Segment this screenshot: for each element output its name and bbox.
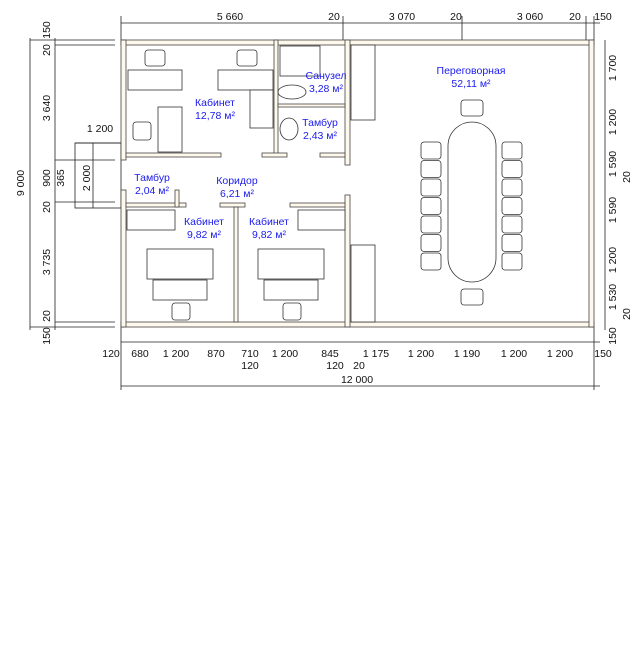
- dimension-bottom: 870: [207, 348, 225, 360]
- chair: [501, 215, 523, 234]
- dimension-bottom: 1 200: [501, 348, 527, 360]
- chair: [420, 178, 442, 197]
- dimension-bottom: 680: [131, 348, 149, 360]
- dimension-bottom: 1 200: [547, 348, 573, 360]
- dimension-right: 1 590: [607, 151, 619, 177]
- dimension-bottom: 120: [102, 348, 120, 360]
- chair: [420, 160, 442, 178]
- dimension-left: 20: [41, 310, 53, 322]
- dimension-right: 1 200: [607, 109, 619, 135]
- dimension-bottom: 150: [594, 348, 612, 360]
- room-name: Тамбур: [134, 172, 170, 184]
- room-name: Кабинет: [195, 97, 235, 109]
- dimension-bottom: 845: [321, 348, 339, 360]
- dimension-top: 20: [569, 11, 581, 23]
- dimension-top: 3 070: [389, 11, 415, 23]
- dimension-left: 20: [41, 201, 53, 213]
- walls: [120, 39, 595, 328]
- room-area: 9,82 м²: [187, 229, 222, 241]
- dimension-right: 20: [621, 308, 633, 320]
- dimension-left: 150: [41, 327, 53, 345]
- room-area: 2,43 м²: [303, 130, 338, 142]
- room-name: Коридор: [216, 175, 258, 187]
- dimension-left: 3 735: [41, 249, 53, 275]
- dimension-left: 150: [41, 21, 53, 39]
- room-area: 3,28 м²: [309, 83, 344, 95]
- dimension-left: 900: [41, 169, 53, 187]
- dimension-bottom-secondary: 20: [353, 360, 365, 372]
- dimension-left: 3 640: [41, 95, 53, 121]
- dimension-top: 20: [450, 11, 462, 23]
- chair: [501, 234, 523, 252]
- room-area: 2,04 м²: [135, 185, 170, 197]
- dimension-right: 1 590: [607, 197, 619, 223]
- dimension-right: 20: [621, 171, 633, 183]
- dimension-right: 150: [607, 327, 619, 345]
- conference-chairs: [420, 141, 523, 271]
- room-name: Тамбур: [302, 117, 338, 129]
- chair: [501, 141, 523, 160]
- dimension-bottom: 1 200: [272, 348, 298, 360]
- chair: [501, 197, 523, 215]
- dimension-left: 365: [55, 169, 67, 187]
- furniture: [126, 44, 497, 323]
- dimension-right: 1 530: [607, 284, 619, 310]
- chair: [420, 197, 442, 215]
- dimension-bottom: 1 200: [163, 348, 189, 360]
- chair: [501, 252, 523, 271]
- dimension-right: 1 700: [607, 55, 619, 81]
- room-area: 9,82 м²: [252, 229, 287, 241]
- dimension-bottom: 1 200: [408, 348, 434, 360]
- dimension-bottom-secondary: 120: [241, 360, 259, 372]
- room-name: Кабинет: [184, 216, 224, 228]
- dimension-left: 2 000: [81, 165, 93, 191]
- dimension-bottom-secondary: 120: [326, 360, 344, 372]
- chair: [501, 178, 523, 197]
- dimension-bottom: 1 175: [363, 348, 389, 360]
- room-area: 6,21 м²: [220, 188, 255, 200]
- dimension-total-width: 12 000: [341, 374, 373, 386]
- dimension-bottom: 1 190: [454, 348, 480, 360]
- dimension-bottom: 710: [241, 348, 259, 360]
- room-area: 12,78 м²: [195, 110, 235, 122]
- chair: [420, 215, 442, 234]
- dimension-top: 3 060: [517, 11, 543, 23]
- dimension-right: 1 200: [607, 247, 619, 273]
- room-area: 52,11 м²: [451, 78, 491, 90]
- room-name: Кабинет: [249, 216, 289, 228]
- room-name: Санузел: [306, 70, 347, 82]
- room-name: Переговорная: [437, 65, 506, 77]
- chair: [420, 141, 442, 160]
- chair: [420, 252, 442, 271]
- dimension-top: 150: [594, 11, 612, 23]
- dimension-left: 9 000: [15, 170, 27, 196]
- dimension-left: 20: [41, 44, 53, 56]
- dimension-top: 5 660: [217, 11, 243, 23]
- chair: [420, 234, 442, 252]
- chair: [501, 160, 523, 178]
- dimension-top: 20: [328, 11, 340, 23]
- dimension-lines: [29, 16, 606, 390]
- dimension-left-horizontal: 1 200: [87, 123, 113, 135]
